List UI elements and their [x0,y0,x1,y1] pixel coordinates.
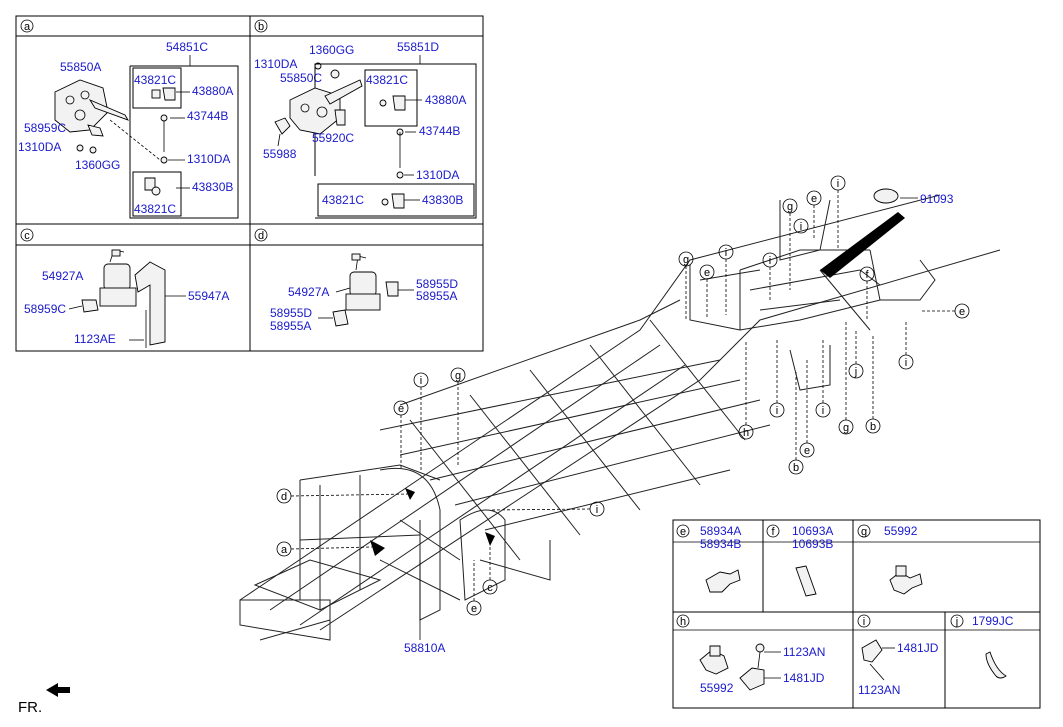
part-43880A: 43880A [192,84,233,98]
callout-rear-g2: g [787,201,793,213]
legend-h-part2: 55992 [700,681,734,695]
part-1310DA-a2: 1310DA [187,152,230,166]
legend-j-part1: 1799JC [972,614,1014,628]
part-55850A: 55850A [60,60,101,74]
part-43821C-b2: 43821C [322,193,364,207]
part-58959C-c: 58959C [24,302,66,316]
callout-rear-e4: e [804,445,810,457]
legend-j-letter: j [955,616,958,628]
callout-rear-i6: i [822,405,824,417]
section-b-letter: b [258,21,264,33]
part-58955A-d1: 58955A [416,289,457,303]
part-1360GG: 1360GG [75,158,120,172]
callout-rear-f: f [865,269,869,281]
part-55851D: 55851D [397,40,439,54]
part-55850C: 55850C [280,71,322,85]
callout-rear-h: h [743,427,749,439]
legend-f-letter: f [771,526,775,538]
legend-h-letter: h [680,616,686,628]
callout-rear-g3: g [843,422,849,434]
callout-front-i2: i [596,504,598,516]
part-58959C: 58959C [24,121,66,135]
legend-f-part1: 10693A [792,524,833,538]
part-1310DA-b2: 1310DA [416,168,459,182]
part-58955D-d2: 58955D [270,306,312,320]
callout-rear-b1: b [870,421,876,433]
part-43880A-b: 43880A [425,93,466,107]
section-c-letter: c [24,230,30,242]
ladder-grid [379,299,771,581]
part-43744B-b: 43744B [419,124,460,138]
legend-i-part2: 1123AN [858,683,900,697]
callout-rear-b2: b [793,462,799,474]
part-43821C-a1: 43821C [134,73,176,87]
callout-front-a: a [281,544,288,556]
callout-rear-i5: i [905,357,907,369]
callout-front-i: i [420,375,422,387]
part-43830B: 43830B [192,180,233,194]
callout-rear-j: j [854,366,857,378]
part-55920C: 55920C [312,131,354,145]
legend-h-part3: 1481JD [783,671,825,685]
part-43821C-a2: 43821C [134,202,176,216]
callout-rear-i1: i [725,247,727,259]
part-58955D-d1: 58955D [416,277,458,291]
part-91093: 91093 [920,192,954,206]
legend-i-part1: 1481JD [897,641,939,655]
legend-e-letter: e [680,526,686,538]
callout-front-d: d [281,491,287,503]
callout-front-g: g [455,370,461,382]
section-c: c 54927A 55947A 58959C 1123AE [20,228,229,348]
part-54927A-c: 54927A [42,269,83,283]
callout-rear-g: g [683,254,689,266]
section-d-letter: d [258,230,264,242]
callout-rear-e1: e [704,267,710,279]
detail-panels [15,15,484,352]
legend-h-part1: 1123AN [783,645,825,659]
front-frame [239,464,506,641]
legend-e-part1: 58934A [700,524,741,538]
part-1360GG-b: 1360GG [309,43,354,57]
callout-rear-e3: e [959,306,965,318]
legend-table: e 58934A 58934B f 10693A 10693B g 55992 … [672,519,1041,709]
legend-i-letter: i [863,616,865,628]
callout-front-e: e [398,403,404,415]
section-b: b 1360GG 55851D 1310DA 55850C 43821C 438… [254,19,477,219]
part-55947A: 55947A [188,289,229,303]
part-1310DA-b1: 1310DA [254,57,297,71]
part-58810A: 58810A [404,641,445,655]
fr-label: FR. [18,699,42,716]
callout-rear-i2: i [769,255,771,267]
callout-rear-i7: i [776,405,778,417]
part-58955A-d2: 58955A [270,319,311,333]
callout-front-e2: e [471,603,477,615]
part-43830B-b: 43830B [422,193,463,207]
legend-f-part2: 10693B [792,537,833,551]
legend-g-part1: 55992 [884,524,918,538]
callout-rear-i3: i [837,178,839,190]
part-43821C-b1: 43821C [366,73,408,87]
legend-e-part2: 58934B [700,537,741,551]
callout-front-c: c [487,582,493,594]
section-d: d 54927A 58955D 58955A 58955D 58955A [254,228,458,333]
front-direction: FR. [18,683,70,716]
callout-rear-i4: i [800,221,802,233]
callouts: g e i i g e i i f e i j b g i e i b h [276,175,970,616]
section-a-letter: a [24,21,31,33]
part-55988: 55988 [263,147,297,161]
front-arrow-icon [46,683,70,697]
part-1310DA-a1: 1310DA [18,140,61,154]
chassis-frame: 91093 58810A [239,188,1001,655]
callout-rear-e2: e [811,193,817,205]
part-43744B: 43744B [187,109,228,123]
part-54851C: 54851C [166,40,208,54]
legend-g-letter: g [861,526,867,538]
section-a: a 54851C 55850A 43821C 43880A 43744B 589… [18,19,239,219]
part-54927A-d: 54927A [288,285,329,299]
part-1123AE: 1123AE [74,332,116,346]
